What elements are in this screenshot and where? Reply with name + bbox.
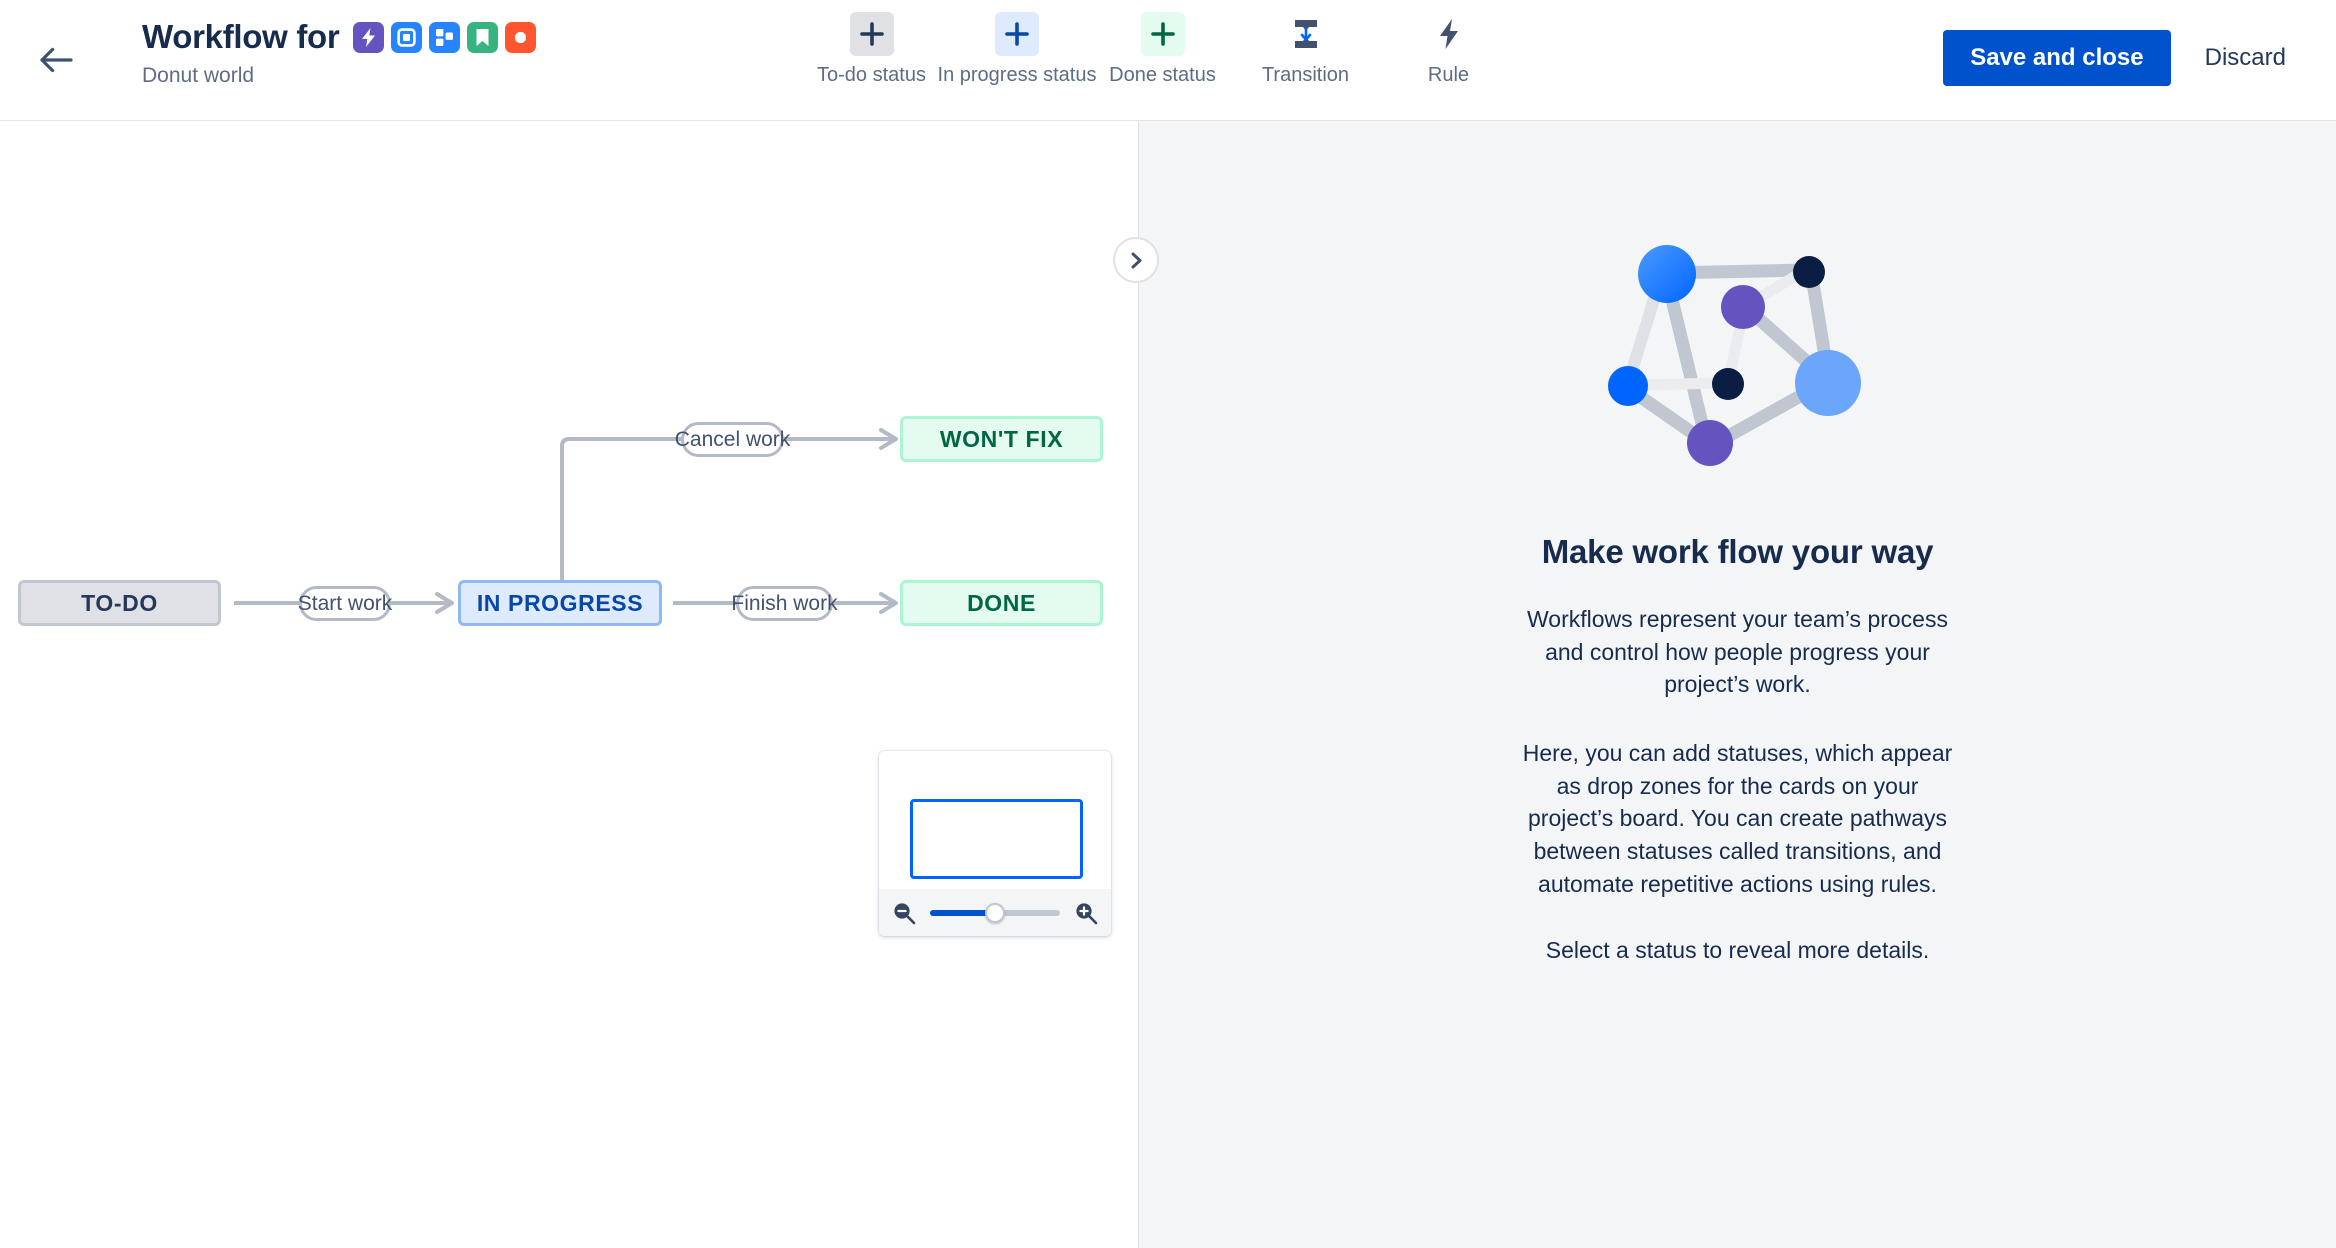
plus-icon	[1140, 12, 1185, 56]
panel-paragraph-1: Workflows represent your team’s process …	[1527, 606, 1948, 698]
bookmark-icon[interactable]	[467, 21, 499, 53]
jira-lightning-icon[interactable]	[353, 21, 385, 53]
canvas-minimap[interactable]	[879, 751, 1111, 936]
add-in-progress-status-label: In progress status	[937, 64, 1097, 86]
status-node-label: TO-DO	[81, 589, 158, 616]
zoom-slider[interactable]	[930, 902, 1060, 923]
transition-cancel-work[interactable]: Cancel work	[675, 422, 790, 457]
circle-dot-icon[interactable]	[505, 21, 537, 53]
status-node-in-progress[interactable]: IN PROGRESS	[458, 580, 662, 626]
zoom-in-button[interactable]	[1074, 901, 1098, 925]
minimap-viewport-rect[interactable]	[910, 799, 1083, 879]
zoom-in-icon	[1076, 902, 1098, 924]
product-icons	[353, 21, 537, 53]
network-graph-illustration	[1607, 245, 1861, 466]
panel-paragraph-2: Here, you can add statuses, which appear…	[1522, 739, 1953, 897]
plus-icon	[849, 12, 894, 56]
app-header: Workflow for	[0, 0, 2336, 121]
save-and-close-button[interactable]: Save and close	[1943, 30, 2171, 86]
transition-label: Start work	[297, 591, 393, 615]
add-transition-label: Transition	[1261, 64, 1350, 86]
back-button[interactable]	[34, 38, 78, 82]
info-side-panel: Make work flow your way Workflows repres…	[1139, 121, 2336, 1248]
transition-finish-work[interactable]: Finish work	[731, 586, 838, 621]
transition-icon	[1284, 12, 1328, 56]
panel-paragraph-3: Select a status to reveal more details.	[1545, 937, 1930, 964]
status-node-todo[interactable]: TO-DO	[18, 580, 221, 626]
arrow-left-icon	[40, 47, 73, 73]
discard-button[interactable]: Discard	[2199, 36, 2292, 80]
transition-label: Cancel work	[674, 427, 791, 451]
transition-start-work[interactable]: Start work	[297, 586, 393, 621]
workflow-nodes-icon[interactable]	[429, 21, 461, 53]
lightning-bolt-icon	[1427, 12, 1471, 56]
square-outline-icon[interactable]	[391, 21, 423, 53]
editor-body: TO-DO IN PROGRESS DONE WON'T FIX Start w…	[0, 121, 2336, 1248]
header-actions: Save and close Discard	[1943, 30, 2292, 86]
add-done-status-button[interactable]: Done status	[1091, 8, 1234, 87]
add-rule-label: Rule	[1427, 64, 1470, 86]
page-title: Workflow for	[142, 18, 340, 55]
workflow-canvas[interactable]: TO-DO IN PROGRESS DONE WON'T FIX Start w…	[0, 121, 1139, 1248]
plus-icon	[995, 12, 1039, 56]
workflow-connectors	[234, 428, 898, 614]
canvas-panel-divider	[1138, 121, 1139, 1248]
header-toolbar: To-do status In progress status Done sta…	[800, 8, 1520, 87]
zoom-slider-knob[interactable]	[985, 902, 1005, 923]
zoom-out-icon	[894, 902, 916, 924]
add-todo-status-label: To-do status	[817, 64, 926, 86]
add-in-progress-status-button[interactable]: In progress status	[938, 8, 1096, 87]
title-block: Workflow for	[142, 18, 537, 88]
panel-heading: Make work flow your way	[1541, 533, 1934, 570]
status-node-label: DONE	[967, 589, 1036, 616]
add-done-status-label: Done status	[1109, 64, 1216, 86]
status-node-label: IN PROGRESS	[476, 589, 644, 616]
chevron-right-icon	[1131, 252, 1141, 268]
status-node-label: WON'T FIX	[939, 425, 1064, 452]
status-node-done[interactable]: DONE	[900, 580, 1103, 626]
add-rule-button[interactable]: Rule	[1377, 8, 1520, 87]
status-node-wont-fix[interactable]: WON'T FIX	[900, 416, 1103, 462]
panel-collapse-toggle[interactable]	[1113, 237, 1159, 283]
add-transition-button[interactable]: Transition	[1234, 8, 1377, 87]
zoom-slider-fill	[930, 909, 995, 916]
zoom-controls	[879, 889, 1111, 936]
page-subtitle: Donut world	[142, 64, 255, 88]
transition-label: Finish work	[731, 591, 838, 615]
add-todo-status-button[interactable]: To-do status	[800, 8, 943, 87]
zoom-out-button[interactable]	[892, 901, 916, 925]
